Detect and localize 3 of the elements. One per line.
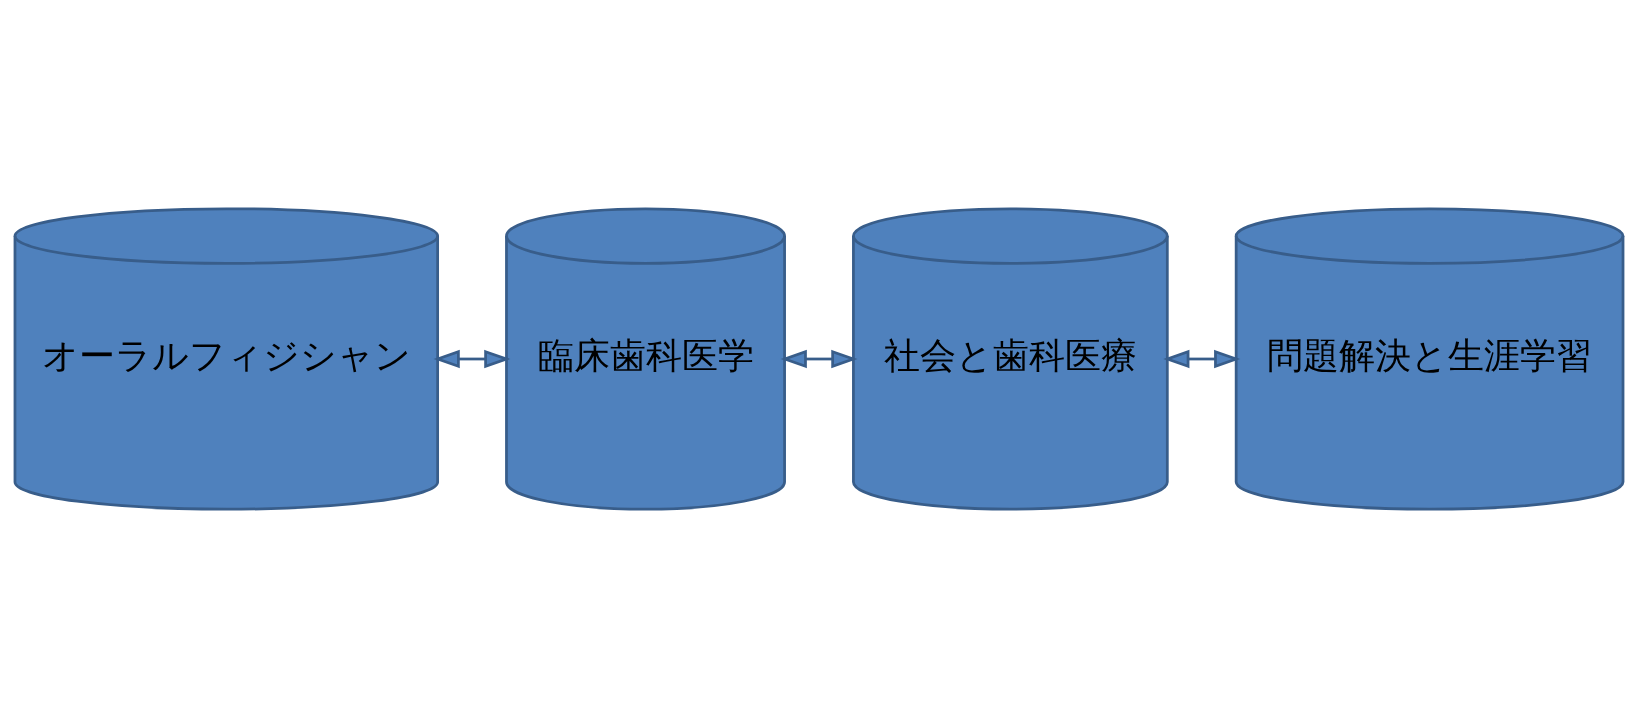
arrow <box>1162 349 1240 368</box>
arrow <box>780 349 857 368</box>
arrow <box>433 349 510 368</box>
